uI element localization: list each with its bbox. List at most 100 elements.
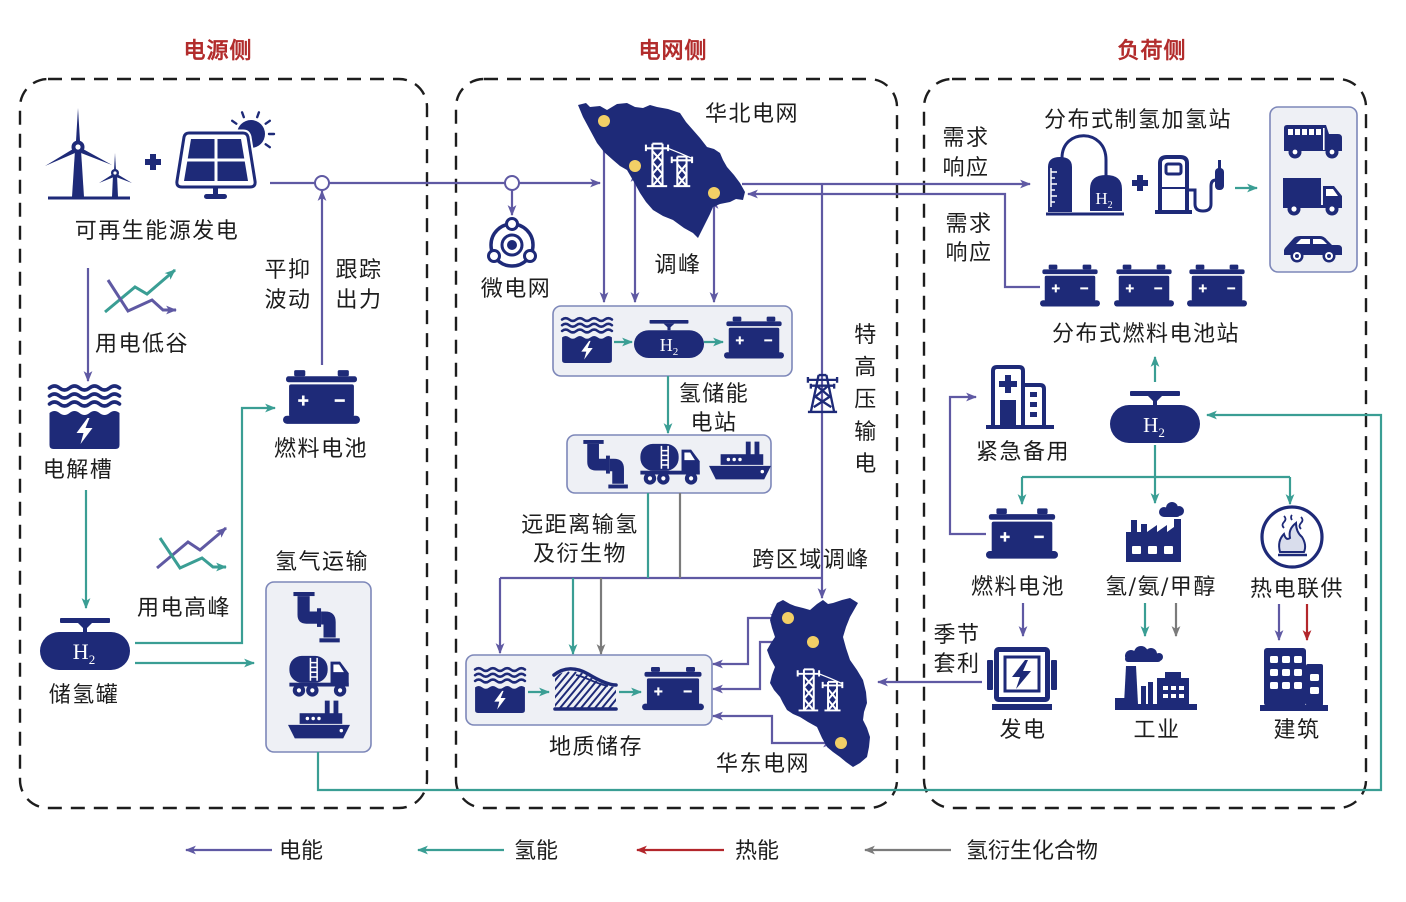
label-electrolyzer: 电解槽	[43, 458, 114, 483]
label-demand-response-1-line1: 需求	[942, 126, 989, 151]
label-north-china-grid: 华北电网	[705, 102, 799, 127]
plus-icon	[1132, 175, 1148, 191]
geo-fuel-cell-icon	[642, 667, 704, 711]
station-fuel-cell-icon	[724, 316, 784, 360]
label-fuel-cell-load: 燃料电池	[971, 575, 1065, 600]
h2-subscript: 2	[1158, 425, 1165, 440]
grid-node-dot	[708, 187, 720, 199]
label-building: 建筑	[1273, 718, 1320, 743]
label-demand-response-1-line2: 响应	[942, 156, 989, 181]
solar-panel-icon	[173, 111, 276, 199]
building-icon	[1260, 648, 1328, 711]
load-hydrogen-tank-icon: H2	[1110, 391, 1200, 443]
chemical-factory-icon	[1126, 502, 1184, 562]
east-china-grid-map	[767, 598, 870, 767]
label-storage-station-line1: 氢储能	[679, 382, 750, 407]
label-peak-shaving: 调峰	[654, 253, 701, 278]
load-fuel-cell-icon	[986, 507, 1058, 560]
svg-text:H2: H2	[660, 335, 679, 358]
fc-station-battery-icon	[1040, 264, 1100, 308]
label-smoothing-line2: 波动	[264, 288, 311, 313]
grid-node-dot	[835, 737, 847, 749]
label-uhv-transmission: 特高压输电	[854, 323, 878, 477]
h2-label: H	[73, 639, 89, 664]
vertical-char: 高	[854, 355, 878, 380]
flow-h2-tank-to-fuelcell	[135, 403, 277, 645]
label-chemicals: 氢/氨/甲醇	[1105, 575, 1217, 600]
grid-side-frame	[454, 77, 899, 810]
industry-icon	[1115, 646, 1197, 710]
label-tracking-line1: 跟踪	[335, 258, 382, 283]
label-peak: 用电高峰	[137, 596, 231, 621]
label-geological-storage: 地质储存	[549, 735, 643, 760]
svg-text:H2: H2	[1095, 189, 1112, 211]
trend-peak-icon	[156, 526, 228, 572]
station-hydrogen-tank-icon: H2	[634, 320, 704, 358]
microgrid-icon	[487, 217, 537, 268]
label-chp: 热电联供	[1250, 577, 1344, 602]
h2-label: H	[1095, 189, 1107, 208]
label-cross-region-peak-shaving: 跨区域调峰	[752, 548, 870, 573]
legend-label-derivatives: 氢衍生化合物	[966, 839, 1098, 864]
grid-node-dot	[782, 612, 794, 624]
section-title-source: 电源侧	[183, 38, 252, 64]
label-demand-response-2-line2: 响应	[945, 241, 992, 266]
label-hydrogen-tank: 储氢罐	[49, 683, 120, 708]
load-side-frame	[922, 77, 1368, 810]
label-fuel-cell-source: 燃料电池	[274, 437, 368, 462]
h2-subscript: 2	[673, 346, 679, 358]
fuel-pump-icon	[1155, 155, 1224, 214]
label-east-china-grid: 华东电网	[716, 752, 810, 777]
fuel-cell-icon	[283, 370, 360, 425]
svg-text:H2: H2	[73, 639, 95, 667]
label-microgrid: 微电网	[481, 277, 552, 302]
h2-subscript: 2	[1108, 200, 1113, 211]
vertical-char: 电	[854, 452, 878, 477]
flow-h2-transport-to-load-tank	[316, 410, 1383, 792]
hydrogen-tank-icon: H2	[40, 618, 130, 670]
junction-node-microgrid	[504, 175, 520, 191]
fc-station-battery-icon	[1114, 264, 1174, 308]
vertical-char: 特	[854, 323, 878, 348]
h2-label: H	[1143, 413, 1158, 437]
source-side-frame	[18, 77, 429, 810]
fc-station-battery-icon	[1187, 264, 1247, 308]
legend-label-hydrogen: 氢能	[514, 839, 558, 864]
trend-valley-icon	[104, 268, 178, 315]
label-emergency-backup: 紧急备用	[976, 440, 1070, 465]
legend-label-electric: 电能	[279, 839, 323, 864]
chp-flame-icon	[1260, 505, 1324, 569]
label-demand-response-2-line1: 需求	[945, 212, 992, 237]
label-long-distance-line2: 及衍生物	[533, 542, 627, 567]
label-long-distance-line1: 远距离输氢	[521, 513, 639, 538]
section-title-grid: 电网侧	[638, 38, 707, 64]
plus-icon	[145, 154, 161, 170]
label-industry: 工业	[1133, 718, 1180, 743]
flow-electric-fc-station-to-grid	[746, 189, 1040, 289]
north-china-grid-map	[578, 103, 745, 238]
legend: 电能 氢能 热能 氢衍生化合物	[184, 839, 1098, 864]
label-valley: 用电低谷	[95, 332, 189, 357]
label-tracking-line2: 出力	[335, 288, 382, 313]
label-smoothing-line1: 平抑	[264, 258, 311, 283]
label-seasonal-line1: 季节	[933, 623, 980, 648]
grid-node-dot	[598, 115, 610, 127]
label-h2-production-station: 分布式制氢加氢站	[1044, 108, 1232, 133]
h2-subscript: 2	[89, 652, 96, 667]
label-storage-station-line2: 电站	[690, 411, 737, 436]
vertical-char: 压	[854, 388, 878, 413]
label-seasonal-line2: 套利	[933, 652, 980, 677]
hospital-icon	[984, 365, 1056, 430]
svg-text:H2: H2	[1143, 413, 1165, 440]
wind-turbine-icon	[45, 108, 132, 200]
hydrogen-production-station-icon: H2	[1046, 134, 1124, 216]
label-power-generation: 发电	[999, 718, 1046, 743]
grid-node-dot	[807, 636, 819, 648]
flow-electric-east-grid-geo-3	[711, 711, 835, 748]
vertical-char: 输	[854, 420, 878, 445]
h2-label: H	[660, 335, 673, 355]
flow-electric-fuelcell-to-emergency	[948, 392, 986, 536]
section-title-load: 负荷侧	[1117, 38, 1186, 64]
label-fc-station: 分布式燃料电池站	[1052, 322, 1240, 347]
